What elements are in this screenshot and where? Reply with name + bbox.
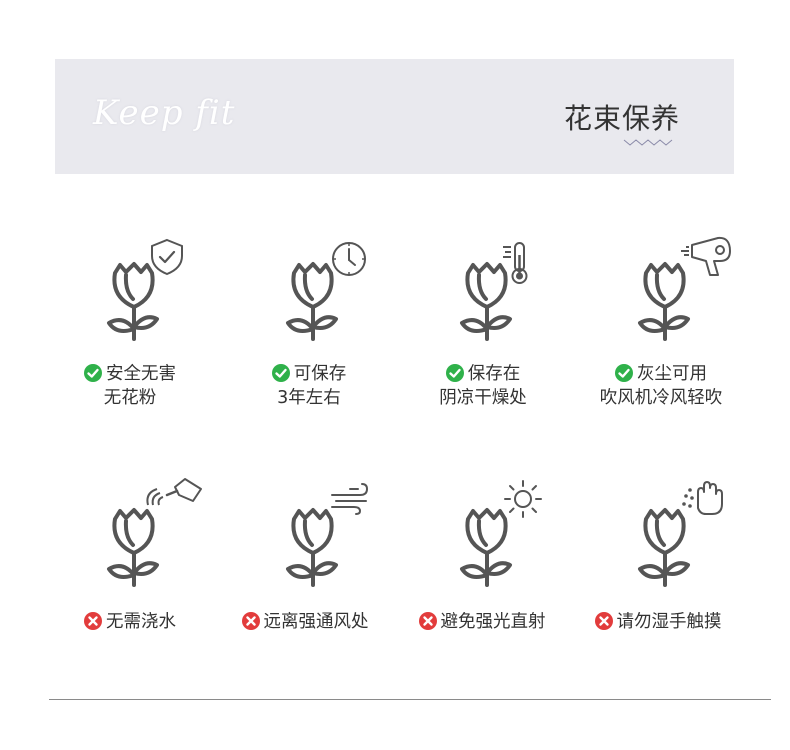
tulip-icon <box>107 508 159 587</box>
check-badge-icon <box>271 364 290 382</box>
care-item-no-wind: 远离强通风处 <box>200 475 390 645</box>
thermometer-icon <box>503 242 528 284</box>
care-caption: 保存在 阴凉干燥处 <box>388 362 578 410</box>
banner-subtitle: Keep fit <box>93 93 236 133</box>
caption-line-1: 请勿湿手触摸 <box>616 612 722 632</box>
care-item-no-sun: 避免强光直射 <box>377 475 567 645</box>
tulip-icon <box>638 262 690 341</box>
care-caption: 无需浇水 <box>35 610 225 634</box>
wind-icon <box>331 483 369 515</box>
cross-badge-icon <box>418 612 437 630</box>
caption-line-1: 灰尘可用 <box>637 364 707 384</box>
care-caption: 避免强光直射 <box>387 610 577 634</box>
caption-line-2: 阴凉干燥处 <box>439 388 527 408</box>
tulip-icon <box>460 262 512 341</box>
sun-icon <box>504 480 542 518</box>
tulip-icon <box>638 508 690 587</box>
watering-can-icon <box>146 478 202 506</box>
care-caption: 安全无害 无花粉 <box>35 362 225 410</box>
shield-check-icon <box>151 238 183 276</box>
caption-line-1: 远离强通风处 <box>263 612 369 632</box>
caption-line-1: 安全无害 <box>106 364 176 384</box>
care-item-storage: 可保存 3年左右 <box>214 235 404 415</box>
care-caption: 可保存 3年左右 <box>214 362 404 410</box>
cross-badge-icon <box>241 612 260 630</box>
tulip-icon <box>286 508 338 587</box>
check-badge-icon <box>445 364 464 382</box>
caption-line-1: 保存在 <box>467 364 521 384</box>
caption-line-1: 可保存 <box>293 364 347 384</box>
wave-decoration-icon <box>623 139 673 146</box>
page-title: 花束保养 <box>563 102 680 135</box>
hand-icon <box>682 481 723 515</box>
care-item-no-water: 无需浇水 <box>35 475 225 645</box>
tulip-icon <box>107 262 159 341</box>
caption-line-2: 吹风机冷风轻吹 <box>599 388 723 408</box>
caption-line-1: 无需浇水 <box>106 612 176 632</box>
bottom-divider <box>49 699 771 700</box>
header-banner: Keep fit 花束保养 <box>55 59 734 174</box>
tulip-icon <box>286 262 338 341</box>
caption-line-1: 避免强光直射 <box>440 612 546 632</box>
care-caption: 请勿湿手触摸 <box>563 610 753 634</box>
care-item-safe: 安全无害 无花粉 <box>35 235 225 415</box>
care-item-dust: 灰尘可用 吹风机冷风轻吹 <box>566 235 756 415</box>
care-caption: 灰尘可用 吹风机冷风轻吹 <box>566 362 756 410</box>
clock-icon <box>332 242 366 276</box>
tulip-icon <box>460 508 512 587</box>
care-item-cool-dry: 保存在 阴凉干燥处 <box>388 235 578 415</box>
check-badge-icon <box>84 364 102 382</box>
care-item-no-touch: 请勿湿手触摸 <box>553 475 743 645</box>
hair-dryer-icon <box>681 236 731 276</box>
caption-line-2: 无花粉 <box>103 388 157 408</box>
cross-badge-icon <box>84 612 102 630</box>
caption-line-2: 3年左右 <box>277 388 341 408</box>
check-badge-icon <box>615 364 633 382</box>
cross-badge-icon <box>594 612 613 630</box>
care-caption: 远离强通风处 <box>210 610 400 634</box>
